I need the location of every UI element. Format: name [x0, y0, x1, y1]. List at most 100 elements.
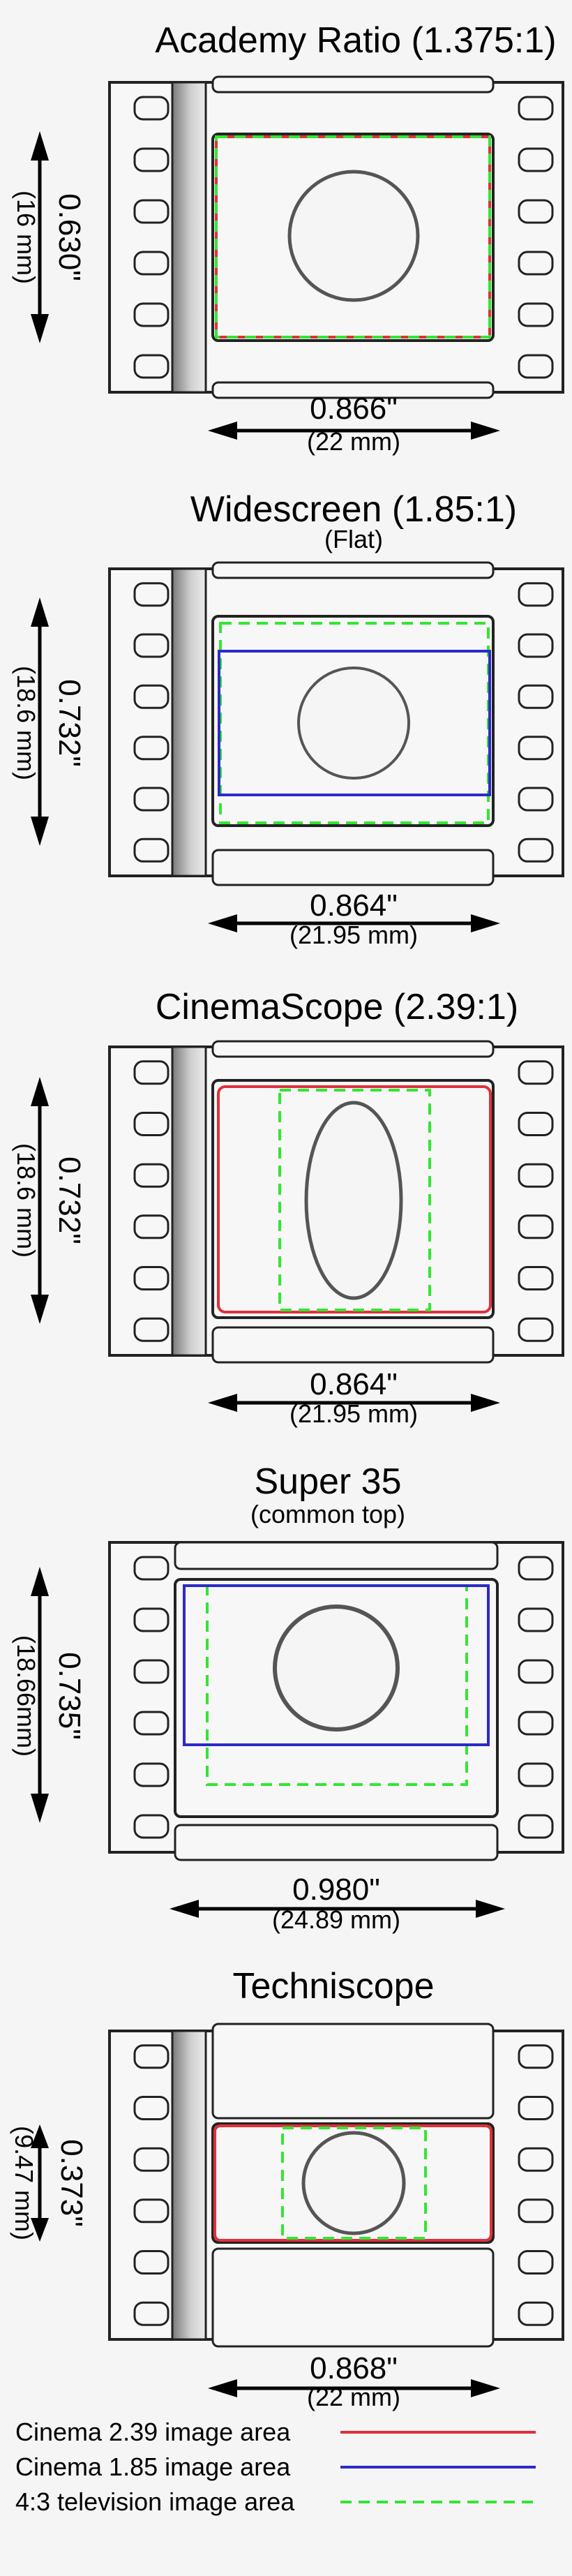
height-inches: 0.735": [52, 1652, 86, 1740]
reference-circle: [297, 667, 410, 780]
sprocket-hole: [518, 251, 554, 276]
sprocket-hole: [133, 1762, 170, 1787]
reference-ellipse: [304, 1101, 403, 1300]
frame-below: [211, 2247, 495, 2348]
width-mm: (21.95 mm): [289, 921, 418, 949]
sprocket-holes-left: [133, 1060, 170, 1342]
width-dimension-arrow: [208, 2379, 500, 2397]
sprocket-hole: [133, 2198, 170, 2224]
sprocket-hole: [518, 582, 554, 607]
width-dimension-arrow: [208, 914, 500, 932]
sprocket-hole: [133, 251, 170, 276]
soundtrack-area: [171, 81, 207, 394]
sprocket-hole: [133, 1814, 170, 1839]
sprocket-hole: [518, 837, 554, 863]
film-strip: [108, 75, 564, 399]
sprocket-hole: [133, 96, 170, 121]
cinema-239-outline: [217, 1085, 492, 1313]
sprocket-holes-right: [518, 96, 554, 379]
legend-item-cinema-239: Cinema 2.39 image area: [15, 2418, 536, 2446]
sprocket-hole: [518, 1214, 554, 1239]
legend: Cinema 2.39 image area Cinema 1.85 image…: [15, 2418, 536, 2516]
frame-above: [211, 2023, 495, 2120]
frame-above: [174, 1541, 499, 1570]
width-dimension-arrow: [208, 422, 500, 440]
sprocket-hole: [518, 302, 554, 327]
sprocket-hole: [133, 1317, 170, 1342]
sprocket-hole: [518, 1266, 554, 1290]
frame-below: [211, 381, 495, 399]
tv-43-outline: [215, 135, 491, 338]
width-inches: 0.980": [292, 1873, 380, 1907]
height-mm: (18.6 mm): [12, 1143, 40, 1258]
sprocket-hole: [133, 1163, 170, 1188]
height-dimension-arrow: [31, 2124, 49, 2242]
sprocket-hole: [133, 1607, 170, 1632]
width-mm: (22 mm): [307, 2383, 400, 2411]
tv-43-outline: [278, 1089, 431, 1311]
sprocket-hole: [518, 2096, 554, 2120]
sprocket-hole: [518, 1112, 554, 1136]
panel-cinemascope: CinemaScope (2.39:1) 0.864" (21.95 mm) 0…: [12, 987, 564, 1428]
sprocket-hole: [518, 736, 554, 761]
sprocket-hole: [518, 2198, 554, 2224]
sprocket-hole: [133, 2147, 170, 2172]
film-strip: [108, 1040, 564, 1364]
height-mm: (16 mm): [12, 191, 40, 284]
height-inches: 0.732": [52, 679, 86, 767]
sprocket-hole: [133, 354, 170, 379]
sprocket-holes-right: [518, 582, 554, 863]
sprocket-holes-left: [133, 96, 170, 379]
panel-subtitle: (Flat): [324, 525, 383, 553]
sprocket-hole: [133, 1556, 170, 1581]
width-mm: (21.95 mm): [289, 1399, 418, 1428]
sprocket-hole: [518, 684, 554, 709]
height-dimension-arrow: [31, 1077, 49, 1324]
sprocket-hole: [518, 1317, 554, 1342]
legend-label: Cinema 1.85 image area: [15, 2452, 291, 2481]
sprocket-hole: [133, 736, 170, 761]
sprocket-hole: [133, 684, 170, 709]
sprocket-hole: [518, 1711, 554, 1736]
frame-below: [211, 849, 495, 886]
sprocket-hole: [518, 1762, 554, 1787]
sprocket-holes-right: [518, 1556, 554, 1839]
sprocket-hole: [133, 787, 170, 812]
sprocket-holes-right: [518, 2044, 554, 2326]
sprocket-hole: [133, 1060, 170, 1085]
sprocket-hole: [133, 2301, 170, 2326]
film-strip: [108, 561, 564, 886]
height-dimension-arrow: [31, 597, 49, 846]
sprocket-hole: [133, 633, 170, 658]
width-dimension-arrow: [170, 1900, 505, 1918]
panel-academy-ratio: Academy Ratio (1.375:1) 0.866" (22 mm) 0…: [12, 20, 564, 456]
width-inches: 0.864": [310, 888, 398, 923]
width-inches: 0.868": [310, 2351, 398, 2385]
sprocket-hole: [133, 837, 170, 863]
sprocket-hole: [518, 2250, 554, 2275]
sprocket-hole: [133, 2250, 170, 2275]
legend-item-tv-43: 4:3 television image area: [15, 2487, 536, 2516]
sprocket-hole: [518, 1163, 554, 1188]
sprocket-hole: [133, 1214, 170, 1239]
panel-super-35: Super 35 (common top) 0.980" (24.89 mm) …: [12, 1461, 564, 1934]
sprocket-hole: [518, 1556, 554, 1581]
sprocket-hole: [518, 2044, 554, 2069]
width-inches: 0.864": [310, 1367, 398, 1401]
frame-below: [174, 1824, 499, 1861]
width-mm: (24.89 mm): [272, 1905, 400, 1934]
soundtrack-area: [171, 2030, 207, 2341]
sprocket-hole: [518, 1659, 554, 1684]
frame-above: [211, 1040, 495, 1058]
sprocket-hole: [518, 147, 554, 172]
sprocket-hole: [133, 1112, 170, 1136]
height-mm: (18.6 mm): [12, 666, 40, 780]
cinema-185-outline: [183, 1584, 490, 1746]
sprocket-hole: [518, 2301, 554, 2326]
panel-title: Widescreen (1.85:1): [190, 489, 517, 530]
panel-subtitle: (common top): [250, 1500, 405, 1528]
frame-below: [211, 1326, 495, 1364]
sprocket-hole: [518, 199, 554, 224]
sprocket-hole: [133, 2096, 170, 2120]
